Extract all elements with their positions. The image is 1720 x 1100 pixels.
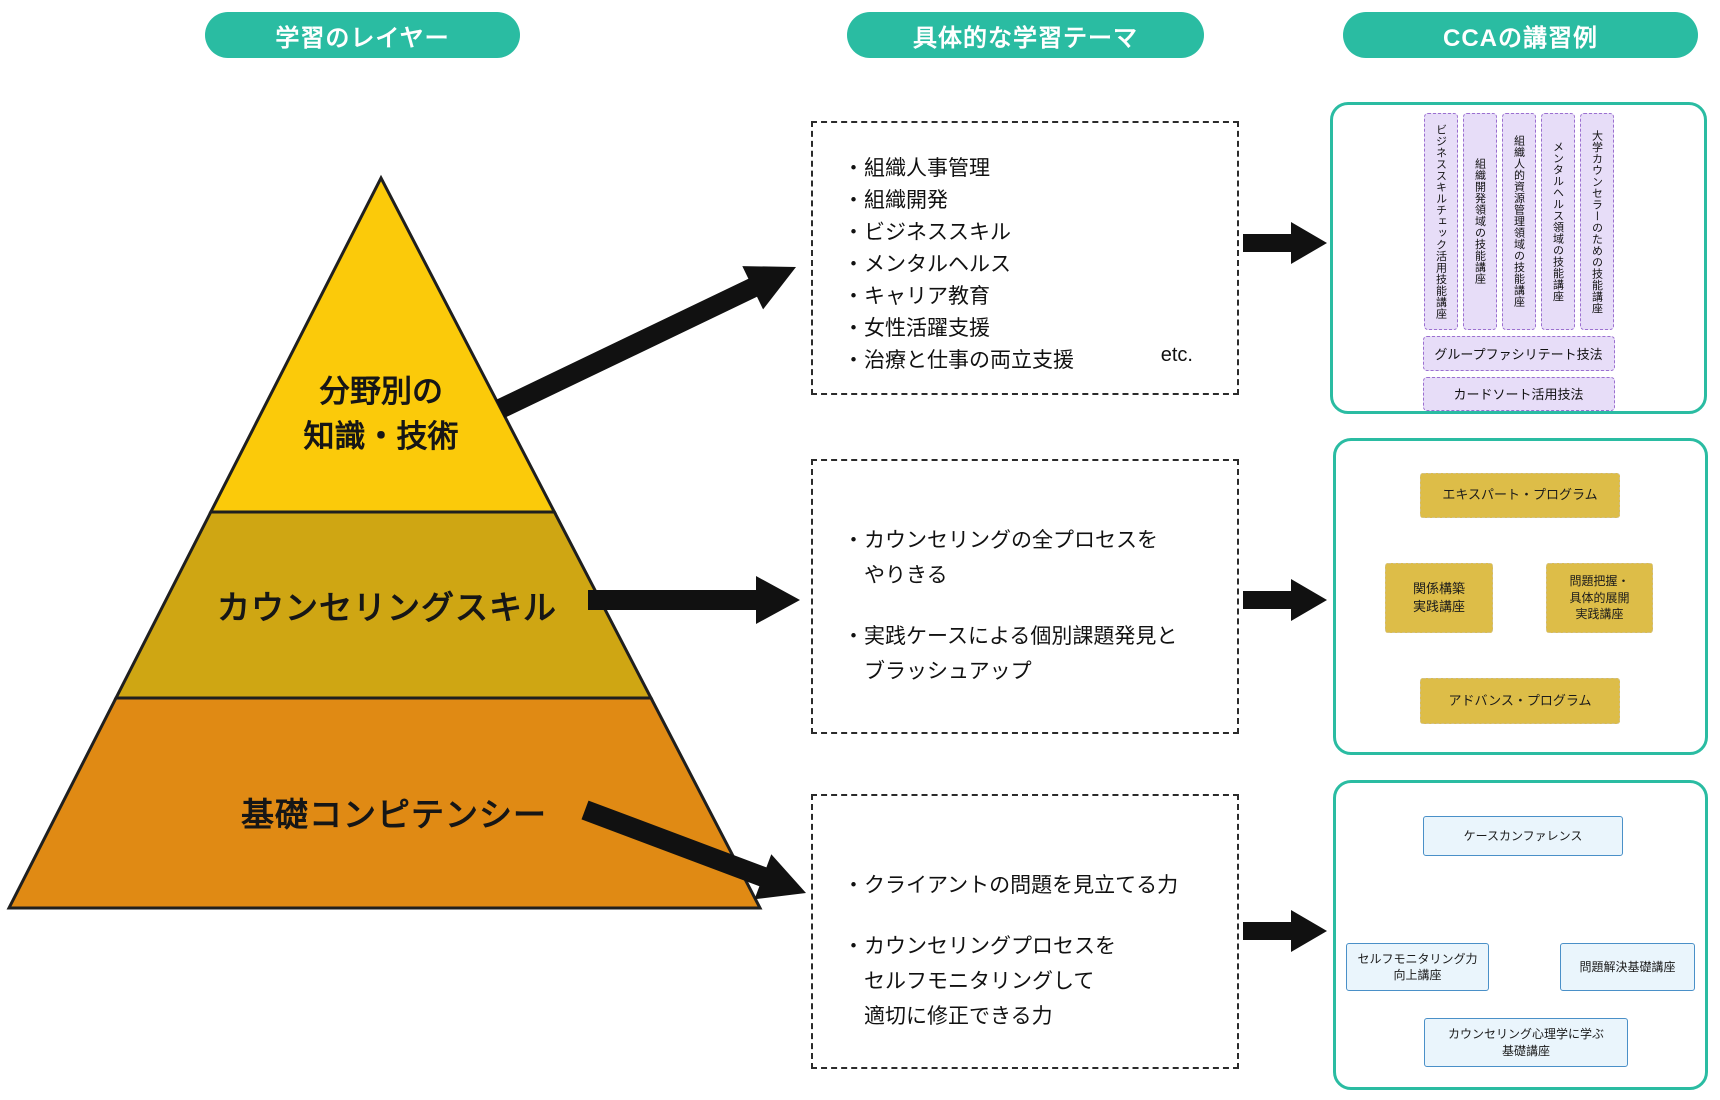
theme-item: ・組織人事管理 xyxy=(843,157,990,180)
course-label: 大学カウンセラーのための技能講座 xyxy=(1590,129,1603,314)
theme-item: ・組織開発 xyxy=(843,189,948,212)
theme-item: ・メンタルヘルス xyxy=(843,253,1011,276)
theme-item: ・女性活躍支援 xyxy=(843,317,990,340)
header-cca-examples: CCAの講習例 xyxy=(1343,12,1698,58)
arrow-middle-layer-to-themes xyxy=(588,576,800,624)
course-box-group-facilitate: グループファシリテート技法 xyxy=(1422,336,1615,371)
pyramid-label-basic-competency: 基礎コンピテンシー xyxy=(241,796,547,833)
course-box-card-sort: カードソート活用技法 xyxy=(1422,376,1615,411)
arrow-themes-to-panel2 xyxy=(1243,579,1327,621)
course-label: ビジネススキルチェック活用技能講座 xyxy=(1434,123,1447,320)
theme-item: ・治療と仕事の両立支援 xyxy=(843,349,1074,372)
theme-box-basic-competency: ・クライアントの問題を見立てる力 ・カウンセリングプロセスを セルフモニタリング… xyxy=(811,794,1239,1069)
theme-item: ・カウンセリングプロセスを セルフモニタリングして 適切に修正できる力 xyxy=(843,935,1116,1028)
pyramid-layer-bottom xyxy=(6,696,763,910)
theme-item: ・クライアントの問題を見立てる力 xyxy=(843,874,1179,897)
course-box-problem-solving: 問題解決基礎講座 xyxy=(1560,943,1695,991)
header-learning-layers: 学習のレイヤー xyxy=(205,12,520,58)
theme-item: ・カウンセリングの全プロセスを やりきる xyxy=(843,529,1158,587)
course-label: メンタルヘルス領域の技能講座 xyxy=(1551,141,1564,302)
theme-box-counseling-skill: ・カウンセリングの全プロセスを やりきる ・実践ケースによる個別課題発見と ブラ… xyxy=(811,459,1239,734)
etc-label: etc. xyxy=(1160,344,1193,366)
header-learning-themes: 具体的な学習テーマ xyxy=(847,12,1204,58)
theme-item: ・実践ケースによる個別課題発見と ブラッシュアップ xyxy=(843,625,1178,683)
course-box: 大学カウンセラーのための技能講座 xyxy=(1579,113,1614,330)
course-box: メンタルヘルス領域の技能講座 xyxy=(1540,113,1575,330)
theme-item: ・ビジネススキル xyxy=(843,221,1011,244)
course-box: ビジネススキルチェック活用技能講座 xyxy=(1423,113,1458,330)
arrow-themes-to-panel1 xyxy=(1243,222,1327,264)
panel-field-courses: ビジネススキルチェック活用技能講座 組織開発領域の技能講座 組織人的資源管理領域… xyxy=(1330,102,1707,414)
course-box-counseling-psychology: カウンセリング心理学に学ぶ 基礎講座 xyxy=(1424,1018,1628,1067)
course-box-case-conference: ケースカンファレンス xyxy=(1423,816,1623,856)
course-box-relation-building: 関係構築 実践講座 xyxy=(1385,563,1493,633)
arrow-top-layer-to-themes xyxy=(495,266,796,418)
course-box: 組織開発領域の技能講座 xyxy=(1462,113,1497,330)
course-box-expert-program: エキスパート・プログラム xyxy=(1420,473,1620,518)
pyramid-label-domain-knowledge: 分野別の 知識・技術 xyxy=(303,374,459,454)
course-box-self-monitoring: セルフモニタリング力 向上講座 xyxy=(1346,943,1489,991)
theme-box-domain-knowledge: ・組織人事管理 ・組織開発 ・ビジネススキル ・メンタルヘルス ・キャリア教育 … xyxy=(811,121,1239,395)
arrow-bottom-layer-to-themes xyxy=(581,800,806,900)
panel-basic-courses: ケースカンファレンス セルフモニタリング力 向上講座 問題解決基礎講座 カウンセ… xyxy=(1333,780,1708,1090)
pyramid-layer-top xyxy=(208,174,557,514)
course-box-problem-grasp: 問題把握・ 具体的展開 実践講座 xyxy=(1546,563,1653,633)
course-box: 組織人的資源管理領域の技能講座 xyxy=(1501,113,1536,330)
vertical-course-row: ビジネススキルチェック活用技能講座 組織開発領域の技能講座 組織人的資源管理領域… xyxy=(1423,113,1614,330)
course-label: 組織人的資源管理領域の技能講座 xyxy=(1512,135,1525,308)
arrow-themes-to-panel3 xyxy=(1243,910,1327,952)
theme-item: ・キャリア教育 xyxy=(843,285,990,308)
pyramid-label-counseling-skill: カウンセリングスキル xyxy=(217,589,557,626)
panel-skill-programs: エキスパート・プログラム 関係構築 実践講座 問題把握・ 具体的展開 実践講座 … xyxy=(1333,438,1708,755)
course-box-advance-program: アドバンス・プログラム xyxy=(1420,678,1620,724)
course-label: 組織開発領域の技能講座 xyxy=(1473,158,1486,285)
